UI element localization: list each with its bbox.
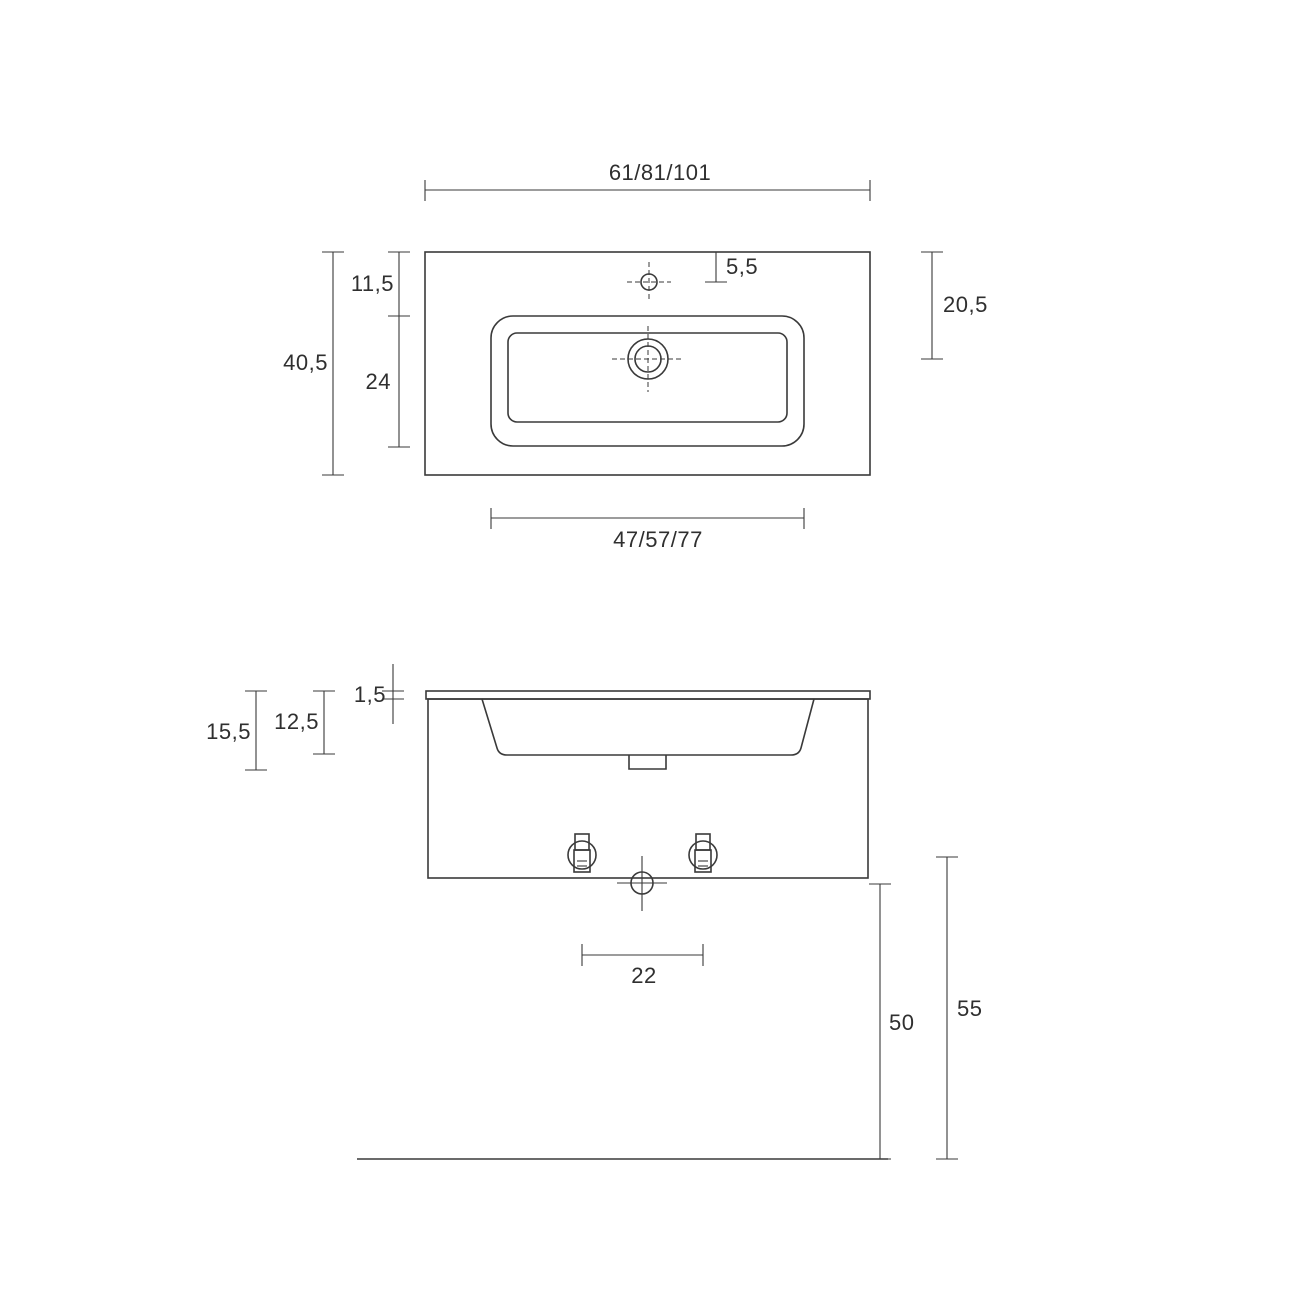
outlet-height-dimension: 50: [869, 883, 914, 1160]
basin-width-dimension: 47/57/77: [490, 508, 805, 552]
basin-width-label: 47/57/77: [613, 527, 703, 552]
drain-hole: [612, 326, 684, 392]
outlet-height-label: 50: [889, 1010, 914, 1035]
total-height-dimension: 15,5: [206, 690, 267, 771]
waste-outlet: [617, 856, 667, 911]
tap-hole-diameter-label: 5,5: [726, 254, 758, 279]
rear-to-basin-label: 11,5: [351, 271, 394, 296]
basin-height-dimension: 12,5: [274, 690, 335, 755]
cabinet-bottom-height-dimension: 55: [936, 856, 982, 1160]
valve-spacing-label: 22: [631, 963, 656, 988]
left-angle-valve: [567, 833, 597, 873]
basin-depth-label: 24: [366, 369, 391, 394]
basin-inner-edge: [507, 332, 788, 423]
countertop-outline: [424, 251, 871, 476]
countertop-rim: [425, 690, 871, 700]
cabinet-bottom-height-label: 55: [957, 996, 982, 1021]
tap-to-drain-dimension: 20,5: [921, 251, 988, 360]
drain-stub: [628, 755, 667, 770]
basin-height-label: 12,5: [274, 709, 319, 734]
basin-outer-edge: [490, 315, 805, 447]
right-angle-valve: [688, 833, 718, 873]
valve-spacing-dimension: 22: [581, 944, 704, 988]
side-view: 22 50 55 1,5 12,5: [206, 664, 982, 1160]
tap-hole-dimension: 5,5: [705, 252, 758, 283]
overall-depth-dimension: 40,5: [283, 251, 344, 476]
cabinet-body: [427, 698, 869, 879]
tap-to-drain-label: 20,5: [943, 292, 988, 317]
top-view: 61/81/101 5,5: [283, 160, 988, 552]
tap-hole: [627, 262, 671, 302]
rim-thickness-label: 1,5: [354, 682, 386, 707]
basin-profile: [481, 698, 815, 756]
overall-depth-label: 40,5: [283, 350, 328, 375]
rim-thickness-dimension: 1,5: [354, 664, 404, 724]
total-height-label: 15,5: [206, 719, 251, 744]
overall-width-dimension: 61/81/101: [424, 160, 871, 201]
overall-width-label: 61/81/101: [609, 160, 711, 185]
basin-depth-dimension: 11,5 24: [351, 251, 410, 448]
